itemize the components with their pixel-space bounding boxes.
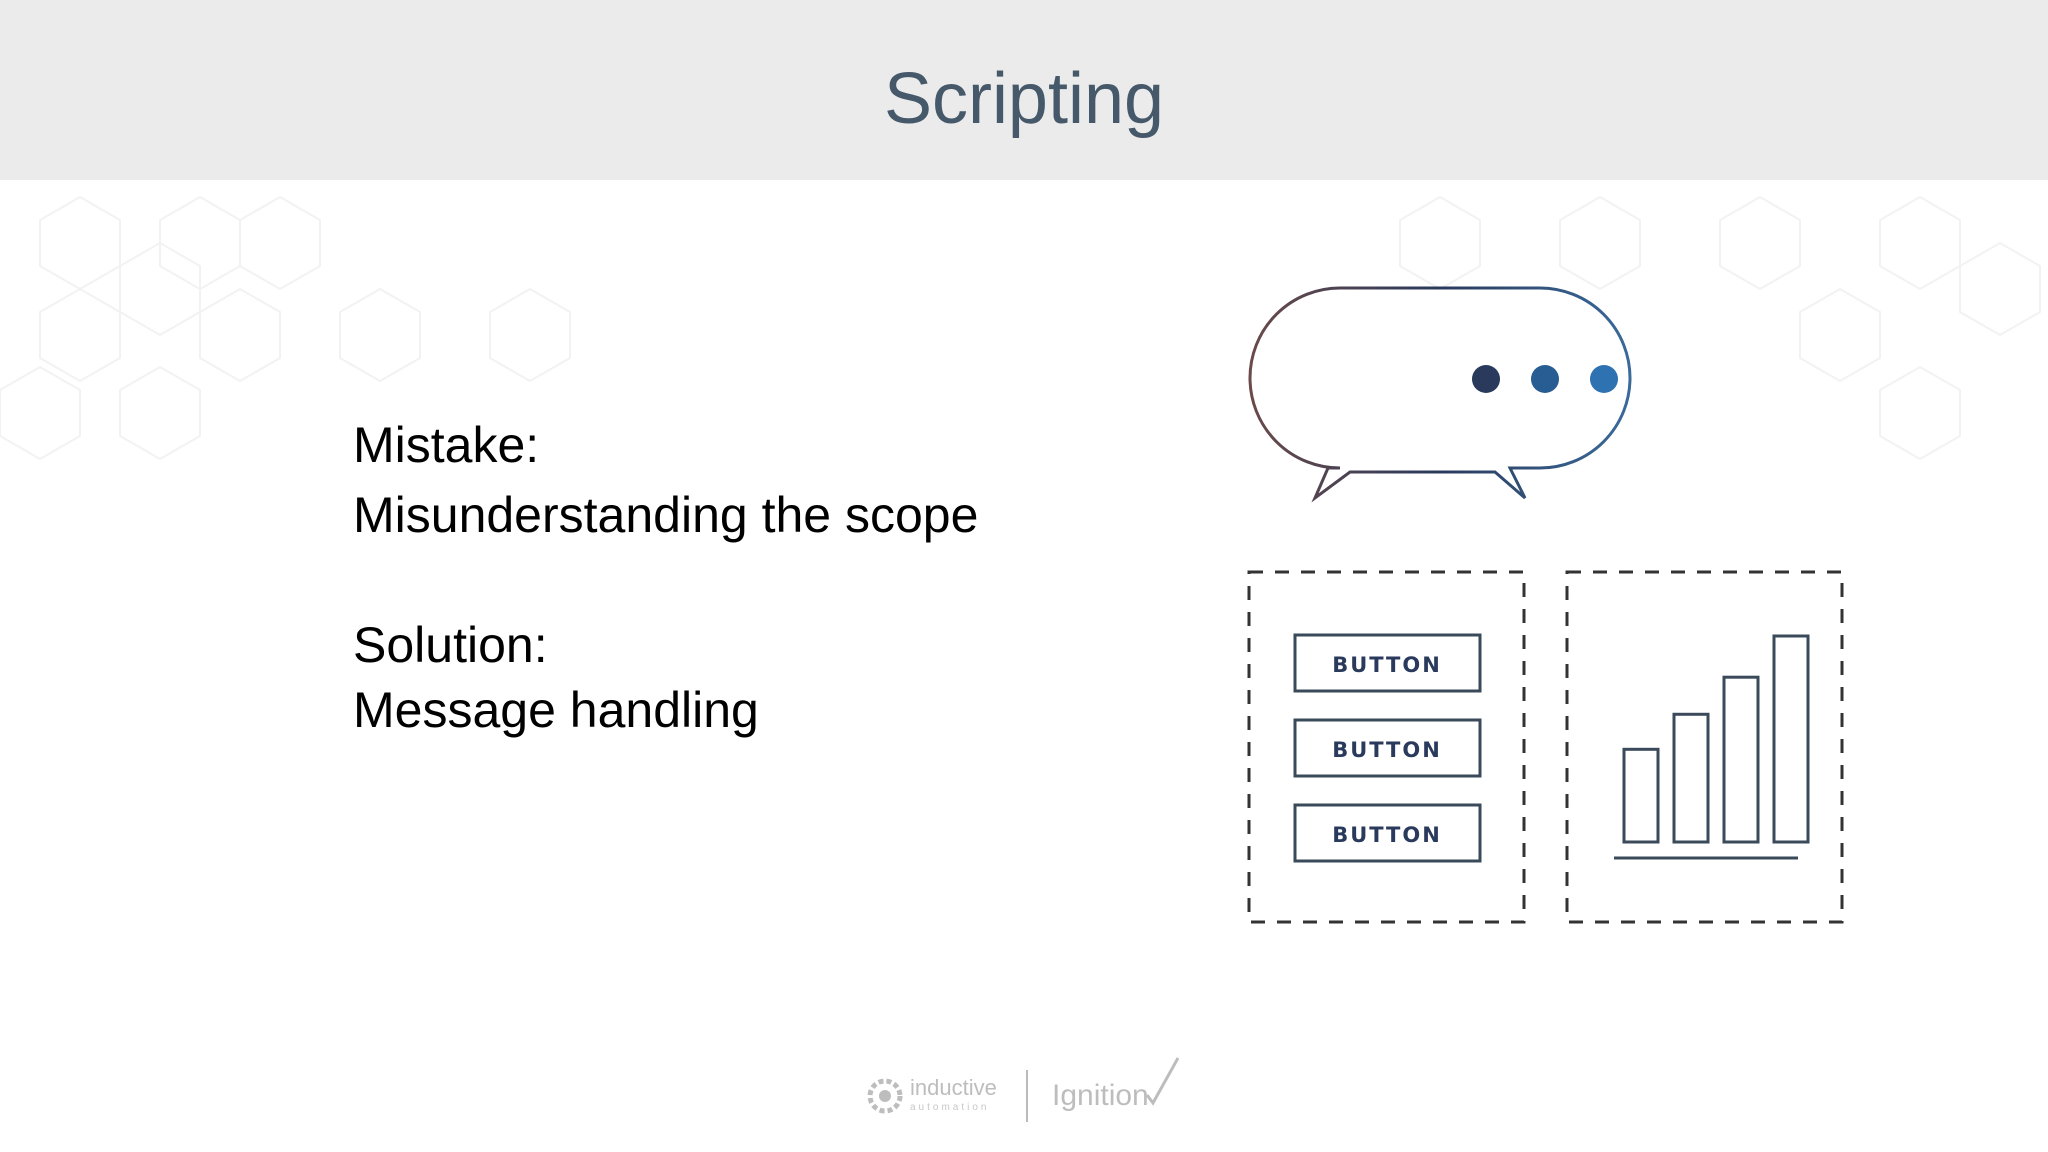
svg-text:BUTTON: BUTTON — [1332, 738, 1442, 762]
svg-text:Ignition: Ignition — [1052, 1079, 1149, 1112]
chart-panel — [1565, 570, 1844, 924]
title-bar — [0, 0, 2048, 180]
svg-text:BUTTON: BUTTON — [1332, 653, 1442, 677]
bar-chart-bar-1 — [1622, 747, 1660, 844]
footer-logos: inductive automation Ignition — [867, 1057, 1180, 1122]
mistake-label: Mistake: — [353, 417, 540, 473]
typing-dot-1 — [1472, 365, 1500, 393]
ignition-logo: Ignition — [1052, 1057, 1180, 1112]
svg-text:automation: automation — [910, 1102, 989, 1113]
solution-text: Message handling — [353, 682, 759, 738]
slide-title: Scripting — [883, 59, 1165, 139]
illustration-button-3: BUTTON — [1293, 803, 1482, 863]
svg-text:inductive: inductive — [910, 1075, 997, 1100]
mistake-text: Misunderstanding the scope — [353, 487, 979, 543]
buttons-panel — [1247, 570, 1526, 924]
inductive-automation-logo: inductive automation — [867, 1075, 997, 1114]
bar-chart-bar-2 — [1672, 712, 1710, 844]
svg-text:BUTTON: BUTTON — [1332, 823, 1442, 847]
illustration-button-1: BUTTON — [1293, 633, 1482, 693]
hex-background-pattern — [0, 195, 2041, 461]
chat-bubble-icon — [1248, 286, 1632, 503]
typing-dot-3 — [1590, 365, 1618, 393]
bar-chart-icon — [1622, 634, 1810, 844]
scope-illustration: BUTTON BUTTON BUTTON — [1247, 286, 1844, 924]
solution-label: Solution: — [353, 617, 548, 673]
typing-dot-2 — [1531, 365, 1559, 393]
illustration-button-2: BUTTON — [1293, 718, 1482, 778]
bar-chart-bar-4 — [1772, 634, 1810, 844]
bar-chart-bar-3 — [1722, 675, 1760, 844]
